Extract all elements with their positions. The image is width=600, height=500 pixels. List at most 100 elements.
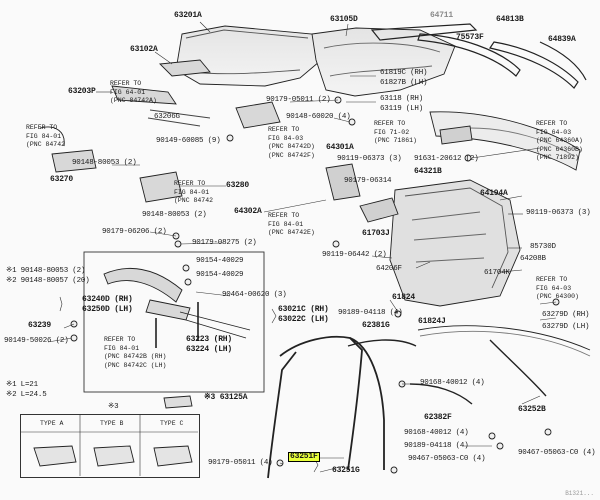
refer-note: REFER TO FIG 84-01 (PNC 84742E) bbox=[268, 212, 315, 236]
part-label: 61824J bbox=[418, 317, 446, 326]
part-label: ※1 90148-80053 (2) bbox=[6, 267, 86, 275]
tail-latch bbox=[439, 125, 473, 145]
part-label: 90119-06373 (3) bbox=[526, 209, 591, 217]
part-label: 90168-40012 (4) bbox=[420, 379, 485, 387]
part-label: 90189-04118 (4) bbox=[404, 442, 469, 450]
weatherstrip-4 bbox=[539, 41, 587, 81]
part-label: 91631-20612 (2) bbox=[414, 155, 479, 163]
note-label: ※2 L=24.5 bbox=[6, 391, 47, 399]
part-label: 61824 bbox=[392, 293, 416, 302]
refer-note: REFER TO FIG 64-03 (PNC 64300) bbox=[536, 276, 579, 300]
part-label: 90179-05011 (2) bbox=[266, 96, 331, 104]
motor-64302 bbox=[325, 163, 361, 201]
part-label: 64813B bbox=[496, 15, 524, 24]
part-label: 63021C (RH) bbox=[278, 305, 329, 314]
part-label: 63022C (LH) bbox=[278, 315, 329, 324]
part-label: 90179-06206 (2) bbox=[102, 228, 167, 236]
part-label: 90154-40029 bbox=[196, 271, 244, 279]
part-label: 63279D (LH) bbox=[542, 323, 590, 331]
weatherstrip-3 bbox=[489, 41, 579, 89]
part-label-highlighted: 63251F bbox=[288, 452, 320, 462]
part-label: 63118 (RH) bbox=[380, 95, 424, 103]
refer-note: REFER TO FIG 84-01 (PNC 84742 bbox=[174, 180, 214, 204]
part-label: 75573F bbox=[456, 33, 484, 42]
part-label: 90464-00620 (3) bbox=[222, 291, 287, 299]
refer-note: REFER TO FIG 71-02 (PNC 71861) bbox=[374, 120, 417, 144]
front-rail-arch bbox=[349, 337, 385, 470]
part-label: 63279D (RH) bbox=[542, 311, 590, 319]
link-63102 bbox=[159, 59, 211, 77]
rod-63223 bbox=[179, 311, 251, 339]
part-label: 90179-06314 bbox=[344, 177, 392, 185]
part-label: ※3 63125A bbox=[204, 393, 248, 402]
weatherstrip-1 bbox=[370, 23, 478, 41]
note-label: ※3 bbox=[108, 403, 119, 411]
part-label: 90148-80053 (2) bbox=[72, 159, 137, 167]
part-label: 61827B (LH) bbox=[380, 79, 428, 87]
part-label: 90148-60020 (4) bbox=[286, 113, 351, 121]
part-label: 90149-50026 (2) bbox=[4, 337, 69, 345]
type-a-icon bbox=[33, 445, 77, 467]
part-label: 63201A bbox=[174, 11, 202, 20]
part-label: 90168-40012 (4) bbox=[404, 429, 469, 437]
rail-63252 bbox=[489, 339, 547, 397]
part-label: 64194A bbox=[480, 189, 508, 198]
weatherstrip-2 bbox=[417, 33, 521, 77]
part-label: 63203P bbox=[68, 87, 96, 96]
part-label: 64301A bbox=[326, 143, 354, 152]
part-label: 64208B bbox=[520, 255, 546, 263]
arm-63240 bbox=[103, 267, 183, 303]
part-label: 61819C (RH) bbox=[380, 69, 428, 77]
figure-code: B1321... bbox=[565, 490, 594, 497]
part-label: 63270 bbox=[50, 175, 74, 184]
hinge-63203 bbox=[111, 85, 177, 105]
hinge-63280 bbox=[139, 171, 183, 203]
part-label: 63251G bbox=[332, 466, 360, 475]
part-label: 90179-08275 (2) bbox=[192, 239, 257, 247]
rear-body-outline bbox=[417, 325, 591, 351]
part-label: 63250D (LH) bbox=[82, 305, 133, 314]
part-label: 90154-40029 bbox=[196, 257, 244, 265]
bracket-61703 bbox=[359, 197, 399, 223]
part-label: 64206F bbox=[376, 265, 402, 273]
part-label: 90149-60085 (9) bbox=[156, 137, 221, 145]
hinge-64301 bbox=[235, 101, 281, 129]
note-label: ※1 L=21 bbox=[6, 381, 38, 389]
part-label: 90467-05063-C0 (4) bbox=[518, 449, 596, 457]
part-label: 85730D bbox=[530, 243, 556, 251]
part-label: 90467-05063-C0 (4) bbox=[408, 455, 486, 463]
type-legend bbox=[20, 414, 200, 478]
part-label: 64839A bbox=[548, 35, 576, 44]
type-a-label: TYPE A bbox=[40, 420, 64, 427]
refer-note: REFER TO FIG 64-01 (PNC 84742A) bbox=[110, 80, 157, 104]
part-label: 63206G bbox=[154, 113, 180, 121]
clip-63125 bbox=[163, 395, 193, 409]
type-b-label: TYPE B bbox=[100, 420, 124, 427]
part-label: 62381G bbox=[362, 321, 390, 330]
bracket-63270 bbox=[51, 149, 97, 173]
rail-62381 bbox=[347, 339, 417, 347]
refer-note: REFER TO FIG 84-03 (PNC 84742D) (PNC 847… bbox=[268, 126, 315, 159]
part-label: 63240D (RH) bbox=[82, 295, 133, 304]
part-label: 63252B bbox=[518, 405, 546, 414]
refer-note: REFER TO FIG 84-01 (PNC 84742 bbox=[26, 124, 66, 148]
trunk-frame bbox=[389, 179, 521, 307]
refer-note: REFER TO FIG 64-03 (PNC 64360A) (PNC 643… bbox=[536, 120, 583, 161]
part-label: 64302A bbox=[234, 207, 262, 216]
part-label: 90119-06442 (2) bbox=[322, 251, 387, 259]
part-label: 63224 (LH) bbox=[186, 345, 233, 354]
rear-rail-arch bbox=[279, 335, 363, 471]
type-c-icon bbox=[153, 445, 193, 467]
part-label: 90119-06373 (3) bbox=[337, 155, 402, 163]
part-label: 90179-05011 (4) bbox=[208, 459, 273, 467]
part-label: 63223 (RH) bbox=[186, 335, 233, 344]
type-c-label: TYPE C bbox=[160, 420, 184, 427]
type-b-icon bbox=[93, 445, 135, 467]
refer-note: REFER TO FIG 84-01 (PNC 84742B (RH) (PNC… bbox=[104, 336, 167, 369]
part-label: 63102A bbox=[130, 45, 158, 54]
part-label: ※2 90148-80057 (20) bbox=[6, 277, 90, 285]
part-label: 64711 bbox=[430, 11, 454, 20]
linkage-detail-box bbox=[83, 251, 265, 393]
